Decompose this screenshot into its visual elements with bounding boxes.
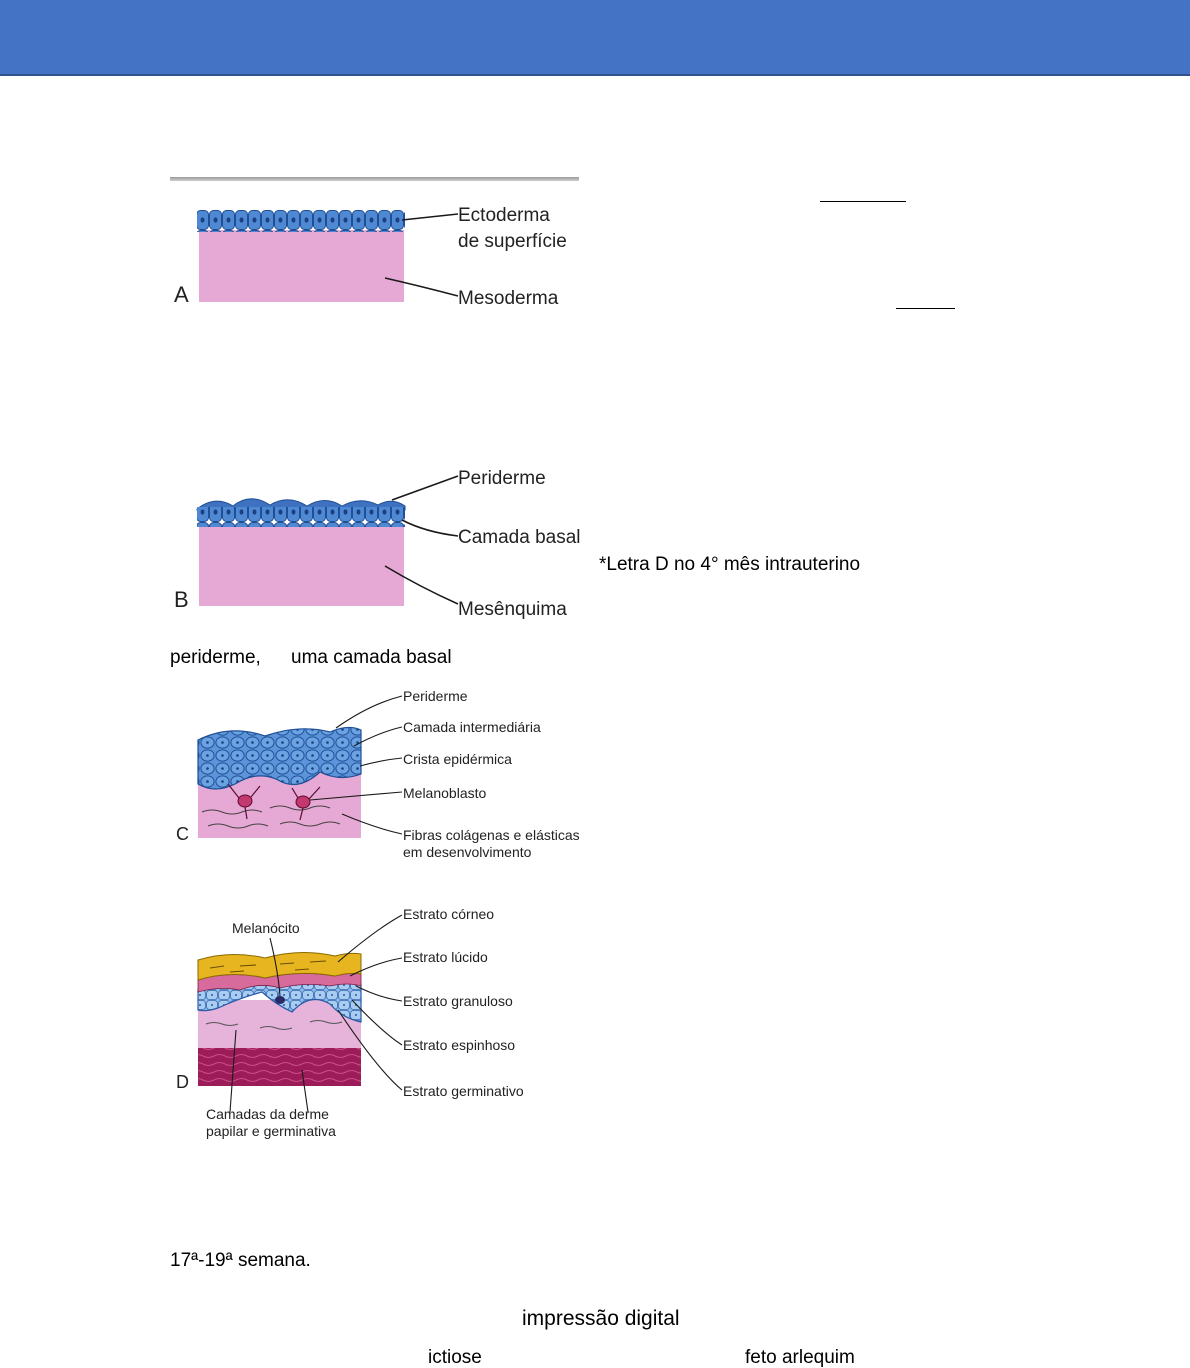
melanoblast-cell-1 (227, 783, 261, 820)
leader-estrato-espinhoso (351, 999, 403, 1046)
text-ictiose: ictiose (428, 1347, 482, 1368)
text-camada-basal: uma camada basal (291, 647, 452, 668)
leader-periderme-c (335, 695, 403, 729)
panel-letter-c: C (176, 824, 189, 844)
label-periderme-b: Periderme (458, 468, 546, 489)
label-estrato-germinativo: Estrato germinativo (403, 1083, 524, 1099)
epidermis-cells-c (197, 726, 362, 790)
figure-panel-c: C Periderme Camada intermediária Crista … (176, 688, 580, 860)
underline-mark-1 (820, 201, 906, 202)
label-papilar-germinativa: papilar e germinativa (206, 1123, 336, 1139)
label-estrato-corneo: Estrato córneo (403, 906, 494, 922)
mesoderm-block-a (199, 230, 404, 302)
basal-cells-b (197, 507, 405, 527)
leader-melanoblasto (309, 791, 403, 801)
collagen-fibers-c (201, 805, 341, 829)
mesenchyme-block-b (199, 524, 404, 606)
melanoblast-cell-2 (291, 786, 321, 821)
reticular-dermis-d (198, 1048, 361, 1086)
leader-crista-epidermica (359, 757, 403, 767)
text-weeks: 17ª-19ª semana. (170, 1250, 311, 1271)
label-estrato-lucido: Estrato lúcido (403, 949, 488, 965)
leader-derme-1 (229, 1029, 237, 1113)
figure-top-rule (170, 177, 579, 181)
label-mesoderma: Mesoderma (458, 288, 559, 309)
leader-estrato-lucido (349, 957, 403, 977)
leader-camada-intermediaria (353, 726, 403, 747)
leader-estrato-granuloso (355, 985, 403, 1002)
label-em-desenvolvimento: em desenvolvimento (403, 844, 532, 860)
label-crista-epidermica: Crista epidérmica (403, 751, 512, 767)
panel-letter-d: D (176, 1072, 189, 1092)
leader-melanocito (269, 937, 281, 997)
panel-letter-b: B (174, 587, 189, 612)
leader-derme-2 (301, 1069, 309, 1113)
label-camada-intermediaria: Camada intermediária (403, 719, 541, 735)
stratum-corneum-d (197, 951, 362, 981)
melanocyte-cell-d (275, 996, 285, 1004)
leader-camada-basal (401, 519, 459, 537)
figure-panel-a: A Ectoderma de superfície Mesoderma (174, 205, 567, 309)
leader-periderme-b (391, 475, 459, 501)
leader-estrato-germinativo (337, 1009, 403, 1091)
dermal-fibers-d (205, 1020, 343, 1030)
leader-fibras (341, 813, 403, 835)
leader-mesoderma (384, 277, 459, 297)
label-estrato-granuloso: Estrato granuloso (403, 993, 513, 1009)
label-melanoblasto: Melanoblasto (403, 785, 486, 801)
leader-ectoderma (401, 213, 459, 221)
label-camada-basal: Camada basal (458, 527, 581, 548)
label-de-superficie: de superfície (458, 231, 567, 252)
panel-letter-a: A (174, 282, 189, 307)
figure-panel-b: B Periderme Camada basal Mesênquima (174, 468, 581, 620)
label-mesenquima: Mesênquima (458, 599, 567, 620)
text-feto-arlequim: feto arlequim (745, 1347, 855, 1368)
label-camadas-da-derme: Camadas da derme (206, 1106, 329, 1122)
page-header-band (0, 0, 1190, 76)
underline-mark-2 (896, 308, 955, 309)
figure-panel-d: D Melanócito Estrato córneo Estrato lúci… (176, 906, 524, 1139)
corneum-lines-d (209, 960, 327, 973)
leader-mesenquima (384, 565, 459, 605)
label-melanocito: Melanócito (232, 920, 300, 936)
ectoderm-cells-a (197, 210, 405, 232)
text-periderme: periderme, (170, 647, 261, 668)
text-impressao-digital: impressão digital (522, 1307, 680, 1330)
label-periderme-c: Periderme (403, 688, 468, 704)
label-fibras: Fibras colágenas e elásticas (403, 827, 580, 843)
label-ectoderma: Ectoderma (458, 205, 550, 226)
note-letter-d: *Letra D no 4° mês intrauterino (599, 554, 861, 575)
leader-estrato-corneo (337, 914, 403, 963)
label-estrato-espinhoso: Estrato espinhoso (403, 1037, 515, 1053)
